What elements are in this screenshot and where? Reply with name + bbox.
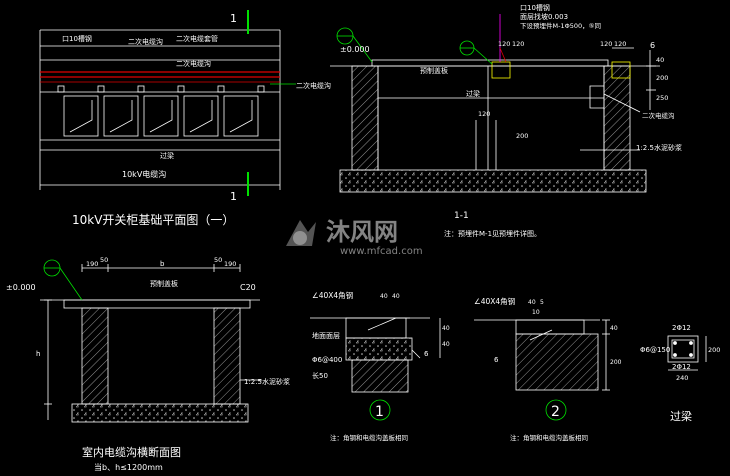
d2-dim-0: 40 [528,299,536,306]
sec-note: 注：预埋件M-1见预埋件详图。 [444,229,541,238]
cross-section [40,259,262,423]
plan-title: 10kV开关柜基础平面图（一） [72,213,234,227]
sec-dim-7: 40 [656,56,664,64]
plan-label-duct-c: 二次电缆沟 [176,59,211,68]
beam-bottom-bar: 2Φ12 [672,363,691,371]
d1-dim-3: 40 [442,341,450,348]
d2-dim-1: 5 [540,299,544,306]
d1-marker: 1 [375,404,384,420]
plan-view [39,10,296,196]
sec-label-channel: 口10槽钢 [520,3,550,12]
cross-dim-0: 190 [86,260,98,268]
d1-dim-0: 40 [380,293,388,300]
plan-label-cable: 10kV电缆沟 [122,169,166,179]
cross-dim-2: b [160,260,165,268]
watermark-brand: 沐风网 [326,218,398,246]
sec-title: 1-1 [454,211,469,221]
cross-label-mortar: 1:2.5水泥砂浆 [244,377,290,386]
d1-label-six: 6 [424,350,429,358]
cross-label-cover: 预制盖板 [150,279,178,288]
sec-label-mortar: 1:2.5水泥砂浆 [636,143,682,152]
plan-section-mark-bottom: 1 [230,190,237,203]
cross-title: 室内电缆沟横断面图 [82,445,181,459]
sec-dim-2: 120 [498,40,510,48]
d1-note: 注：角钢和电缆沟盖板相同 [330,433,408,442]
cross-dim-3: 50 [214,256,222,264]
d1-angle: ∠40X4角钢 [312,290,353,300]
plan-label-duct-b: 二次电缆套管 [176,34,218,43]
cross-dim-5: h [36,350,40,358]
cross-level: ±0.000 [6,283,36,292]
d2-dim-3: 40 [610,325,618,332]
watermark: 沐风网 www.mfcad.com [278,212,458,262]
detail-1 [310,317,441,421]
plan-section-mark-top: 1 [230,12,237,25]
d2-dim-4: 200 [610,359,622,366]
plan-label-channel: 口10槽钢 [62,34,92,43]
section-1-1 [330,14,660,193]
beam-top-bar: 2Φ12 [672,324,691,332]
d1-dim-1: 40 [392,293,400,300]
sec-label-cover: 预制盖板 [420,66,448,75]
sec-dim-0: 120 [600,40,612,48]
beam-detail [667,335,707,371]
sec-dim-6: 250 [656,94,668,102]
beam-title: 过梁 [670,409,692,423]
sec-level: ±0.000 [340,45,370,54]
sec-label-beam: 过梁 [466,89,480,98]
d1-label-surface: 地面面层 [312,331,340,340]
cross-dim-1: 50 [100,256,108,264]
plan-label-pass: 过梁 [160,151,174,160]
sec-dim-5: 200 [656,74,668,82]
sec-dim-1: 120 [614,40,626,48]
beam-stirrup: Φ6@150 [640,346,670,354]
plan-label-duct-a: 二次电缆沟 [128,37,163,46]
beam-height: 200 [708,346,720,354]
beam-width: 240 [676,374,688,382]
d2-angle: ∠40X4角钢 [474,296,515,306]
plan-label-duct-side: 二次电缆沟 [296,81,331,90]
d1-dim-2: 40 [442,325,450,332]
sec-dim-3: 120 [512,40,524,48]
watermark-url: www.mfcad.com [340,246,423,257]
d2-note: 注：角钢和电缆沟盖板相同 [510,433,588,442]
sec-dim-8: 200 [516,132,528,140]
plan-cells [57,85,265,137]
sec-label-side-duct: 二次电缆沟 [642,111,675,120]
d1-label-len: 长50 [312,371,328,380]
sec-dim-9: 120 [478,110,490,118]
sec-dim-4: 6 [650,41,655,50]
detail-2 [474,319,610,421]
sec-label-slope: 面层找坡0.003 [520,12,568,21]
cross-label-grade: C20 [240,283,256,292]
d2-marker: 2 [551,404,560,420]
cross-subtitle: 当b、h≤1200mm [94,462,163,472]
cross-dim-4: 190 [224,260,236,268]
sec-label-embedded: 下设预埋件M-1Φ500，⑤同 [520,21,601,30]
d1-label-rebar: Φ6@400 [312,356,342,364]
watermark-logo-icon: 沐风网 www.mfcad.com [286,218,423,257]
d2-dim-2: 10 [532,309,540,316]
d2-label-six: 6 [494,356,499,364]
